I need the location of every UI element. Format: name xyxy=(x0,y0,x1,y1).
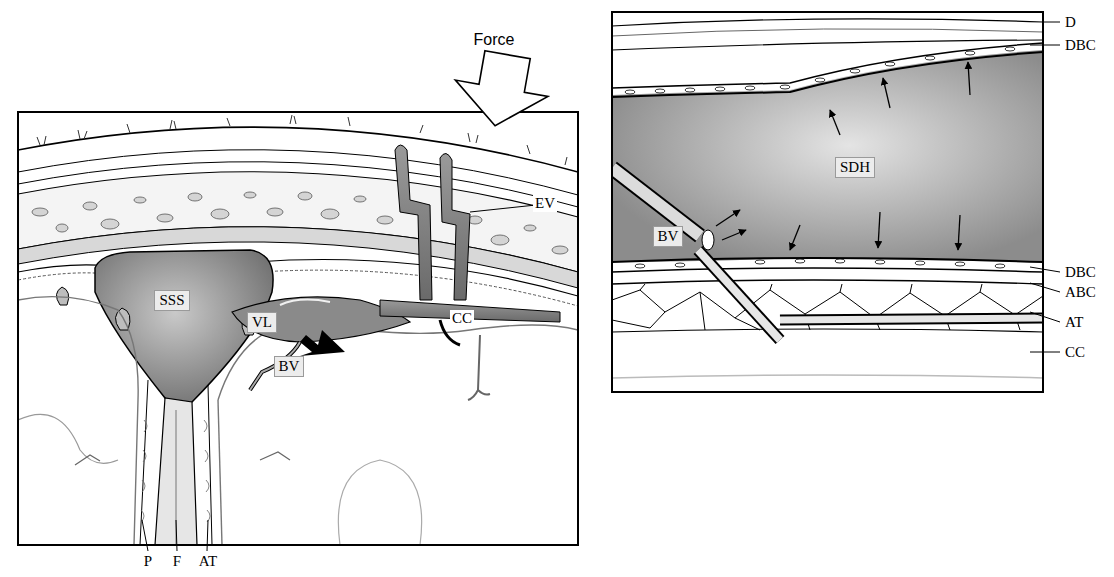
part-label: P xyxy=(142,553,154,570)
part-label: D xyxy=(1063,14,1078,31)
part-label: BV xyxy=(274,356,305,377)
part-label: ABC xyxy=(1063,284,1098,301)
part-label: F xyxy=(171,553,183,570)
part-label: AT xyxy=(1063,314,1085,331)
part-label: VL xyxy=(247,312,277,333)
part-label: CC xyxy=(1063,344,1087,361)
part-label: DBC xyxy=(1063,37,1098,54)
part-label: SDH xyxy=(835,157,875,178)
part-label: BV xyxy=(653,226,684,247)
part-label: AT xyxy=(197,553,219,570)
force-label: Force xyxy=(472,31,517,49)
part-label: EV xyxy=(533,195,557,212)
part-label: CC xyxy=(450,310,474,327)
part-label: SSS xyxy=(154,290,189,311)
right-panel-art xyxy=(612,12,1043,392)
left-panel-art xyxy=(18,112,578,545)
part-label: DBC xyxy=(1063,264,1098,281)
